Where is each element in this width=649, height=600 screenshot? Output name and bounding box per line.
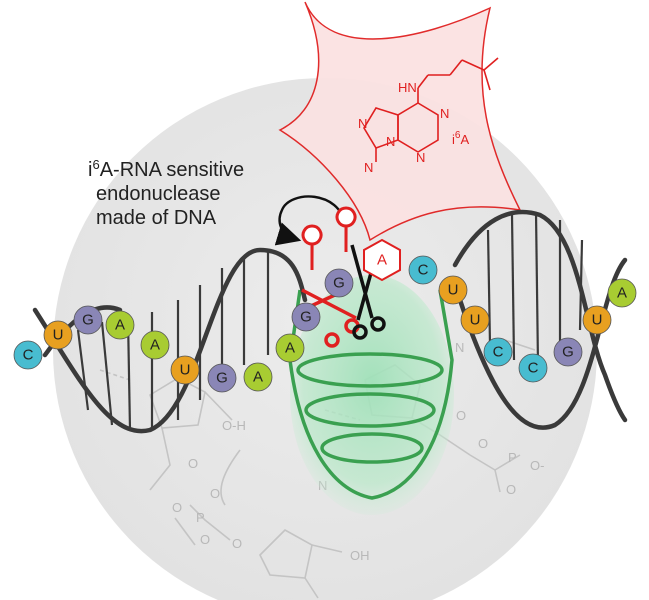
left-nucleotide-1: U xyxy=(43,320,73,350)
bg-o-4: O xyxy=(200,532,210,547)
modified-base-hexagon: A xyxy=(363,238,401,282)
curved-arrow-icon xyxy=(274,195,347,246)
left-nucleotide-letter-0: C xyxy=(23,347,34,364)
molecule-atoms: HN N N N N N xyxy=(358,80,449,175)
bg-o-minus: O- xyxy=(530,458,544,473)
n-atom-1: N xyxy=(440,106,449,121)
left-nucleotide-circle-0 xyxy=(13,340,43,370)
right-nucleotide-letter-7: A xyxy=(617,285,627,302)
cleavage-nucleotide-0: G xyxy=(291,302,321,332)
modified-base-letter: A xyxy=(377,252,387,269)
cleavage-nucleotide-circle-1 xyxy=(324,268,354,298)
cleavage-nucleotide-1: G xyxy=(324,268,354,298)
bg-o-7: O xyxy=(506,482,516,497)
right-nucleotide-circle-6 xyxy=(582,305,612,335)
left-nucleotide-circle-1 xyxy=(43,320,73,350)
right-nucleotide-5: G xyxy=(553,337,583,367)
bg-o-3: O xyxy=(172,500,182,515)
left-nucleotide-letter-6: G xyxy=(216,370,228,387)
n-atom-3: N xyxy=(386,134,395,149)
right-nucleotide-circle-0 xyxy=(408,255,438,285)
right-nucleotide-circle-5 xyxy=(553,337,583,367)
left-nucleotide-8: A xyxy=(275,333,305,363)
cleavage-pin-left-icon xyxy=(301,224,323,270)
right-nucleotide-6: U xyxy=(582,305,612,335)
left-nucleotide-letter-3: A xyxy=(115,317,125,334)
right-nucleotide-circle-4 xyxy=(518,353,548,383)
left-nucleotide-7: A xyxy=(243,362,273,392)
caption-line-2: endonuclease xyxy=(96,183,221,205)
right-nucleotide-circle-7 xyxy=(607,278,637,308)
right-nucleotide-letter-1: U xyxy=(448,282,459,299)
left-nucleotide-letter-7: A xyxy=(253,369,263,386)
cleavage-pin-right-icon xyxy=(335,206,357,252)
right-nucleotide-4: C xyxy=(518,353,548,383)
left-nucleotide-circle-6 xyxy=(207,363,237,393)
right-nucleotide-circle-1 xyxy=(438,275,468,305)
n-atom-5: N xyxy=(364,160,373,175)
right-nucleotide-circle-2 xyxy=(460,305,490,335)
left-nucleotide-6: G xyxy=(207,363,237,393)
bg-n-right: N xyxy=(455,340,464,355)
left-nucleotide-0: C xyxy=(13,340,43,370)
right-nucleotide-letter-4: C xyxy=(528,360,539,377)
n-atom-2: N xyxy=(416,150,425,165)
n-atom-4: N xyxy=(358,116,367,131)
right-nucleotide-3: C xyxy=(483,337,513,367)
nh-atom: HN xyxy=(398,80,417,95)
right-nucleotide-2: U xyxy=(460,305,490,335)
caption: i6A-RNA sensitive endonuclease made of D… xyxy=(88,157,244,229)
bg-o-6: O xyxy=(478,436,488,451)
i6a-molecule-panel: HN N N N N N i6A xyxy=(278,1,522,242)
bg-oh-left: O-H xyxy=(222,418,246,433)
left-nucleotide-letter-1: U xyxy=(53,327,64,344)
caption-line-1: i6A-RNA sensitive xyxy=(88,157,244,181)
left-nucleotide-circle-5 xyxy=(170,355,200,385)
right-nucleotide-letter-0: C xyxy=(418,262,429,279)
left-nucleotide-letter-4: A xyxy=(150,337,160,354)
left-nucleotide-letter-2: G xyxy=(82,312,94,329)
i6a-label: i6A xyxy=(452,130,469,147)
right-nucleotide-letter-2: U xyxy=(470,312,481,329)
purine-structure-icon xyxy=(363,57,499,162)
right-nucleotide-1: U xyxy=(438,275,468,305)
cleavage-nucleotide-circle-0 xyxy=(291,302,321,332)
left-nucleotide-circle-2 xyxy=(73,305,103,335)
caption-line-3: made of DNA xyxy=(96,207,217,229)
left-nucleotide-circle-7 xyxy=(243,362,273,392)
right-nucleotide-letter-3: C xyxy=(493,344,504,361)
left-nucleotide-letter-5: U xyxy=(180,362,191,379)
left-nucleotide-4: A xyxy=(140,330,170,360)
left-nucleotide-3: A xyxy=(105,310,135,340)
right-nucleotide-letter-5: G xyxy=(562,344,574,361)
bg-o-8: O xyxy=(456,408,466,423)
bg-o-5: O xyxy=(232,536,242,551)
left-nucleotide-2: G xyxy=(73,305,103,335)
bg-o-1: O xyxy=(188,456,198,471)
bg-oh-bottom: OH xyxy=(350,548,370,563)
left-nucleotide-circle-8 xyxy=(275,333,305,363)
right-nucleotide-letter-6: U xyxy=(592,312,603,329)
background-chem-labels: O-H O O P O O O OH N P O O O- O N xyxy=(172,340,544,563)
left-nucleotide-letter-8: A xyxy=(285,340,295,357)
dnazyme-coil xyxy=(288,289,454,500)
left-nucleotide-5: U xyxy=(170,355,200,385)
right-nucleotide-7: A xyxy=(607,278,637,308)
bg-o-2: O xyxy=(210,486,220,501)
cleavage-nucleotide-letter-1: G xyxy=(333,275,345,292)
right-nucleotide-circle-3 xyxy=(483,337,513,367)
bg-p-2: P xyxy=(508,450,517,465)
left-nucleotide-circle-4 xyxy=(140,330,170,360)
left-nucleotide-circle-3 xyxy=(105,310,135,340)
bg-p-1: P xyxy=(196,510,205,525)
cleavage-nucleotide-letter-0: G xyxy=(300,309,312,326)
right-nucleotide-0: C xyxy=(408,255,438,285)
